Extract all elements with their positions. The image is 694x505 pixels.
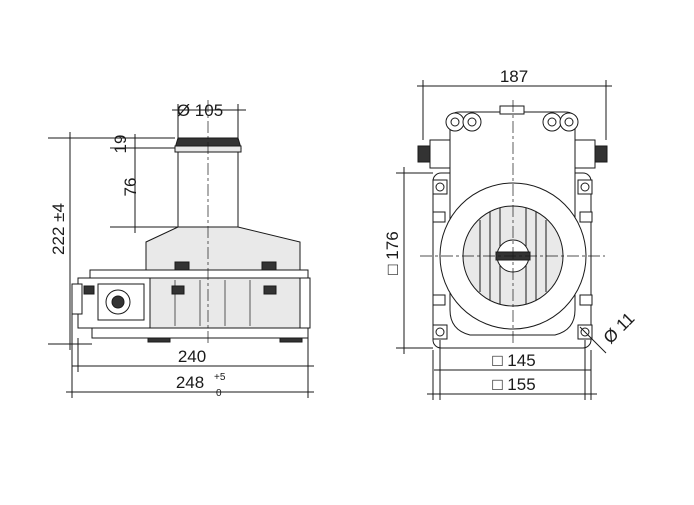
base-top — [89, 269, 309, 279]
cable-glands — [417, 139, 608, 169]
clip-1 — [171, 285, 185, 295]
end-cap — [71, 283, 83, 315]
foot-left — [147, 337, 171, 343]
side-view: Ø 105 222 ±4 19 76 240 248 +5 0 — [48, 100, 314, 399]
dim-flange: □ 155 — [492, 375, 535, 394]
top-nub — [499, 105, 525, 115]
dim-hole-pitch: □ 145 — [492, 351, 535, 370]
dim-top: 19 — [111, 135, 130, 154]
dim-total-height: 222 ±4 — [49, 203, 68, 255]
top-view: 187 □ 176 □ 145 □ 155 Ø 11 — [383, 67, 638, 400]
ear-bosses — [445, 112, 579, 132]
clip-2 — [263, 285, 277, 295]
dim-drum-diameter: Ø 105 — [177, 101, 223, 120]
dim-drum-height: 76 — [121, 178, 140, 197]
dim-height: □ 176 — [383, 231, 402, 274]
dim-tolerance-lower: 0 — [216, 388, 222, 399]
dim-base-width: 240 — [178, 347, 206, 366]
connector-inner — [111, 295, 125, 309]
dim-width: 187 — [500, 67, 528, 86]
foot-right — [279, 337, 303, 343]
dim-hole-diameter: Ø 11 — [600, 309, 639, 348]
side-clip — [83, 285, 95, 295]
dim-tolerance-upper: +5 — [214, 372, 226, 383]
base-plate — [91, 327, 309, 339]
dim-overall-width: 248 — [176, 373, 204, 392]
housing-cone — [145, 226, 301, 271]
